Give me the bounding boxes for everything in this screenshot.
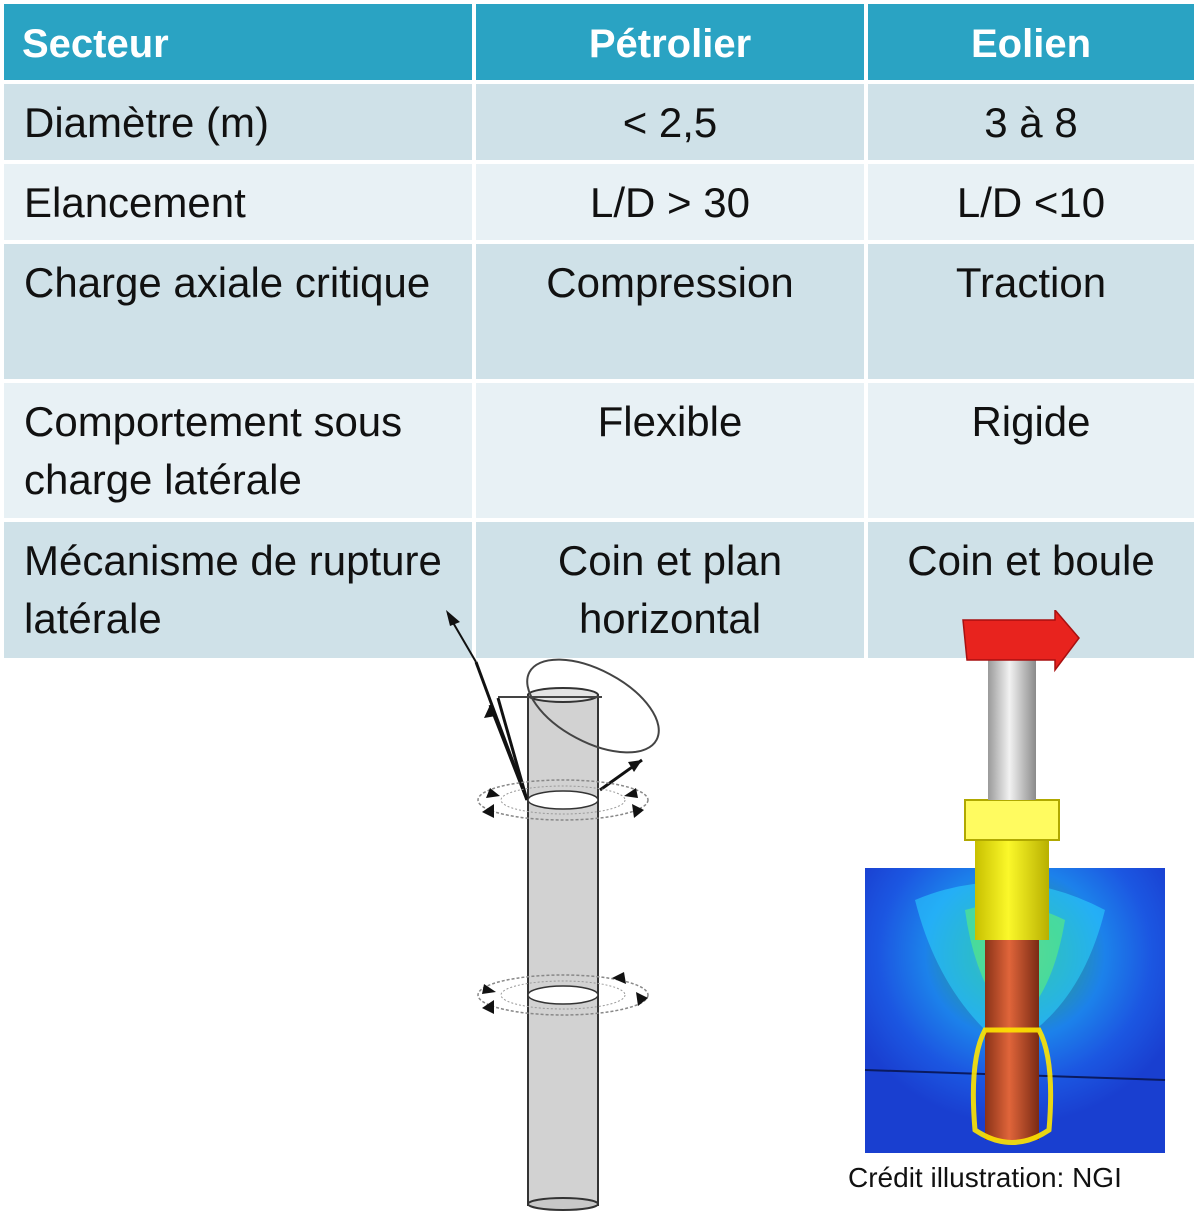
cell-petrolier: Flexible <box>476 383 868 522</box>
transition-piece <box>975 840 1049 940</box>
comparison-table: Secteur Pétrolier Eolien Diamètre (m) < … <box>4 4 1194 658</box>
table-header-row: Secteur Pétrolier Eolien <box>4 4 1194 84</box>
arrow-head <box>446 610 460 626</box>
platform <box>964 799 1060 841</box>
table-row: Diamètre (m) < 2,5 3 à 8 <box>4 84 1194 164</box>
row-label: Elancement <box>4 164 476 244</box>
pile-bottom <box>527 1197 599 1211</box>
cell-eolien: 3 à 8 <box>868 84 1194 164</box>
row-label: Diamètre (m) <box>4 84 476 164</box>
cell-petrolier: < 2,5 <box>476 84 868 164</box>
header-eolien: Eolien <box>868 4 1194 84</box>
slender-pile-illustration <box>446 610 660 1211</box>
flow-ring-lower <box>477 974 649 1016</box>
header-petrolier: Pétrolier <box>476 4 868 84</box>
cell-petrolier: Compression <box>476 244 868 383</box>
row-label: Charge axiale critique <box>4 244 476 383</box>
row-label: Comportement sous charge latérale <box>4 383 476 522</box>
cell-eolien: L/D <10 <box>868 164 1194 244</box>
pile-top <box>527 687 599 703</box>
table-row: Comportement sous charge latérale Flexib… <box>4 383 1194 522</box>
monopile-fe-illustration <box>864 610 1166 1153</box>
cell-eolien: Rigide <box>868 383 1194 522</box>
table-row: Mécanisme de rupture latérale Coin et pl… <box>4 522 1194 658</box>
wedge-ellipse <box>526 658 660 754</box>
cell-petrolier: Coin et plan horizontal <box>476 522 868 658</box>
cell-eolien: Traction <box>868 244 1194 383</box>
table-row: Charge axiale critique Compression Tract… <box>4 244 1194 383</box>
flow-ring-upper <box>477 779 649 821</box>
pile-embedded <box>985 940 1039 1140</box>
lateral-load-arrow <box>962 610 1080 673</box>
cell-petrolier: L/D > 30 <box>476 164 868 244</box>
tower-shaft <box>988 650 1036 800</box>
row-label: Mécanisme de rupture latérale <box>4 522 476 658</box>
pile-body <box>527 694 599 1206</box>
table-row: Elancement L/D > 30 L/D <10 <box>4 164 1194 244</box>
header-secteur: Secteur <box>4 4 476 84</box>
illustration-credit: Crédit illustration: NGI <box>848 1162 1122 1193</box>
